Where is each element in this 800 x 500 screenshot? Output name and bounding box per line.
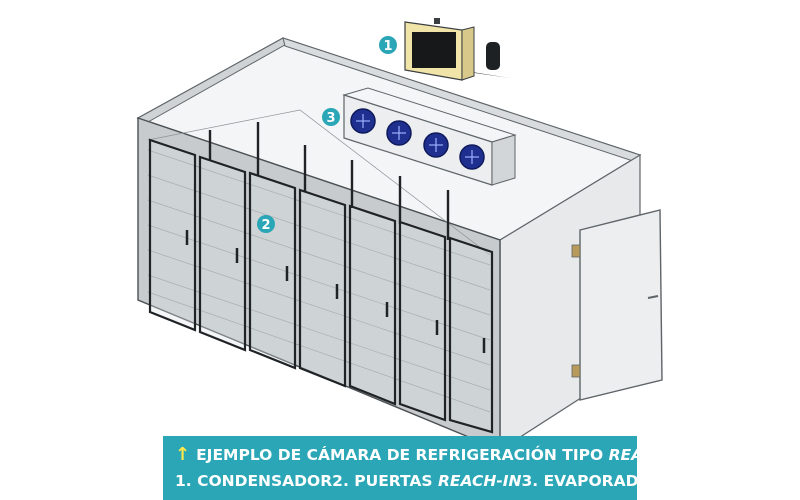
caption-item-condensador: 1. CONDENSADOR — [175, 472, 333, 490]
caption-item-evaporador: 3. EVAPORADOR — [521, 472, 664, 490]
caption-item-puertas: 2. PUERTAS REACH-IN — [332, 472, 522, 490]
caption-banner: ↑ EJEMPLO DE CÁMARA DE REFRIGERACIÓN TIPO… — [163, 436, 698, 500]
caption-title-line: ↑ EJEMPLO DE CÁMARA DE REFRIGERACIÓN TIPO… — [175, 442, 698, 468]
condenser-unit — [402, 18, 510, 81]
shelving — [147, 109, 491, 413]
svg-text:3: 3 — [326, 111, 335, 126]
evaporator-fans — [350, 108, 485, 170]
door-handles — [185, 230, 486, 353]
marker-3: 3 — [322, 108, 340, 126]
door-5 — [348, 204, 397, 406]
door-7 — [448, 236, 494, 434]
top-posts — [208, 122, 450, 240]
arrow-up-icon: ↑ — [175, 444, 191, 465]
evaporator-unit — [342, 87, 517, 186]
marker-2: 2 — [257, 215, 275, 233]
caption-title-emphasis: REACH-IN. — [608, 446, 699, 464]
door-2 — [198, 155, 247, 352]
svg-text:2: 2 — [261, 218, 270, 233]
svg-text:1: 1 — [383, 39, 392, 54]
caption-title: EJEMPLO DE CÁMARA DE REFRIGERACIÓN TIPO — [196, 446, 604, 464]
door-6 — [398, 220, 447, 422]
marker-1: 1 — [379, 36, 397, 54]
caption-items: 1. CONDENSADOR 2. PUERTAS REACH-IN 3. EV… — [175, 468, 664, 494]
door-4 — [298, 188, 347, 388]
door-1 — [148, 138, 197, 332]
side-door — [571, 209, 663, 401]
